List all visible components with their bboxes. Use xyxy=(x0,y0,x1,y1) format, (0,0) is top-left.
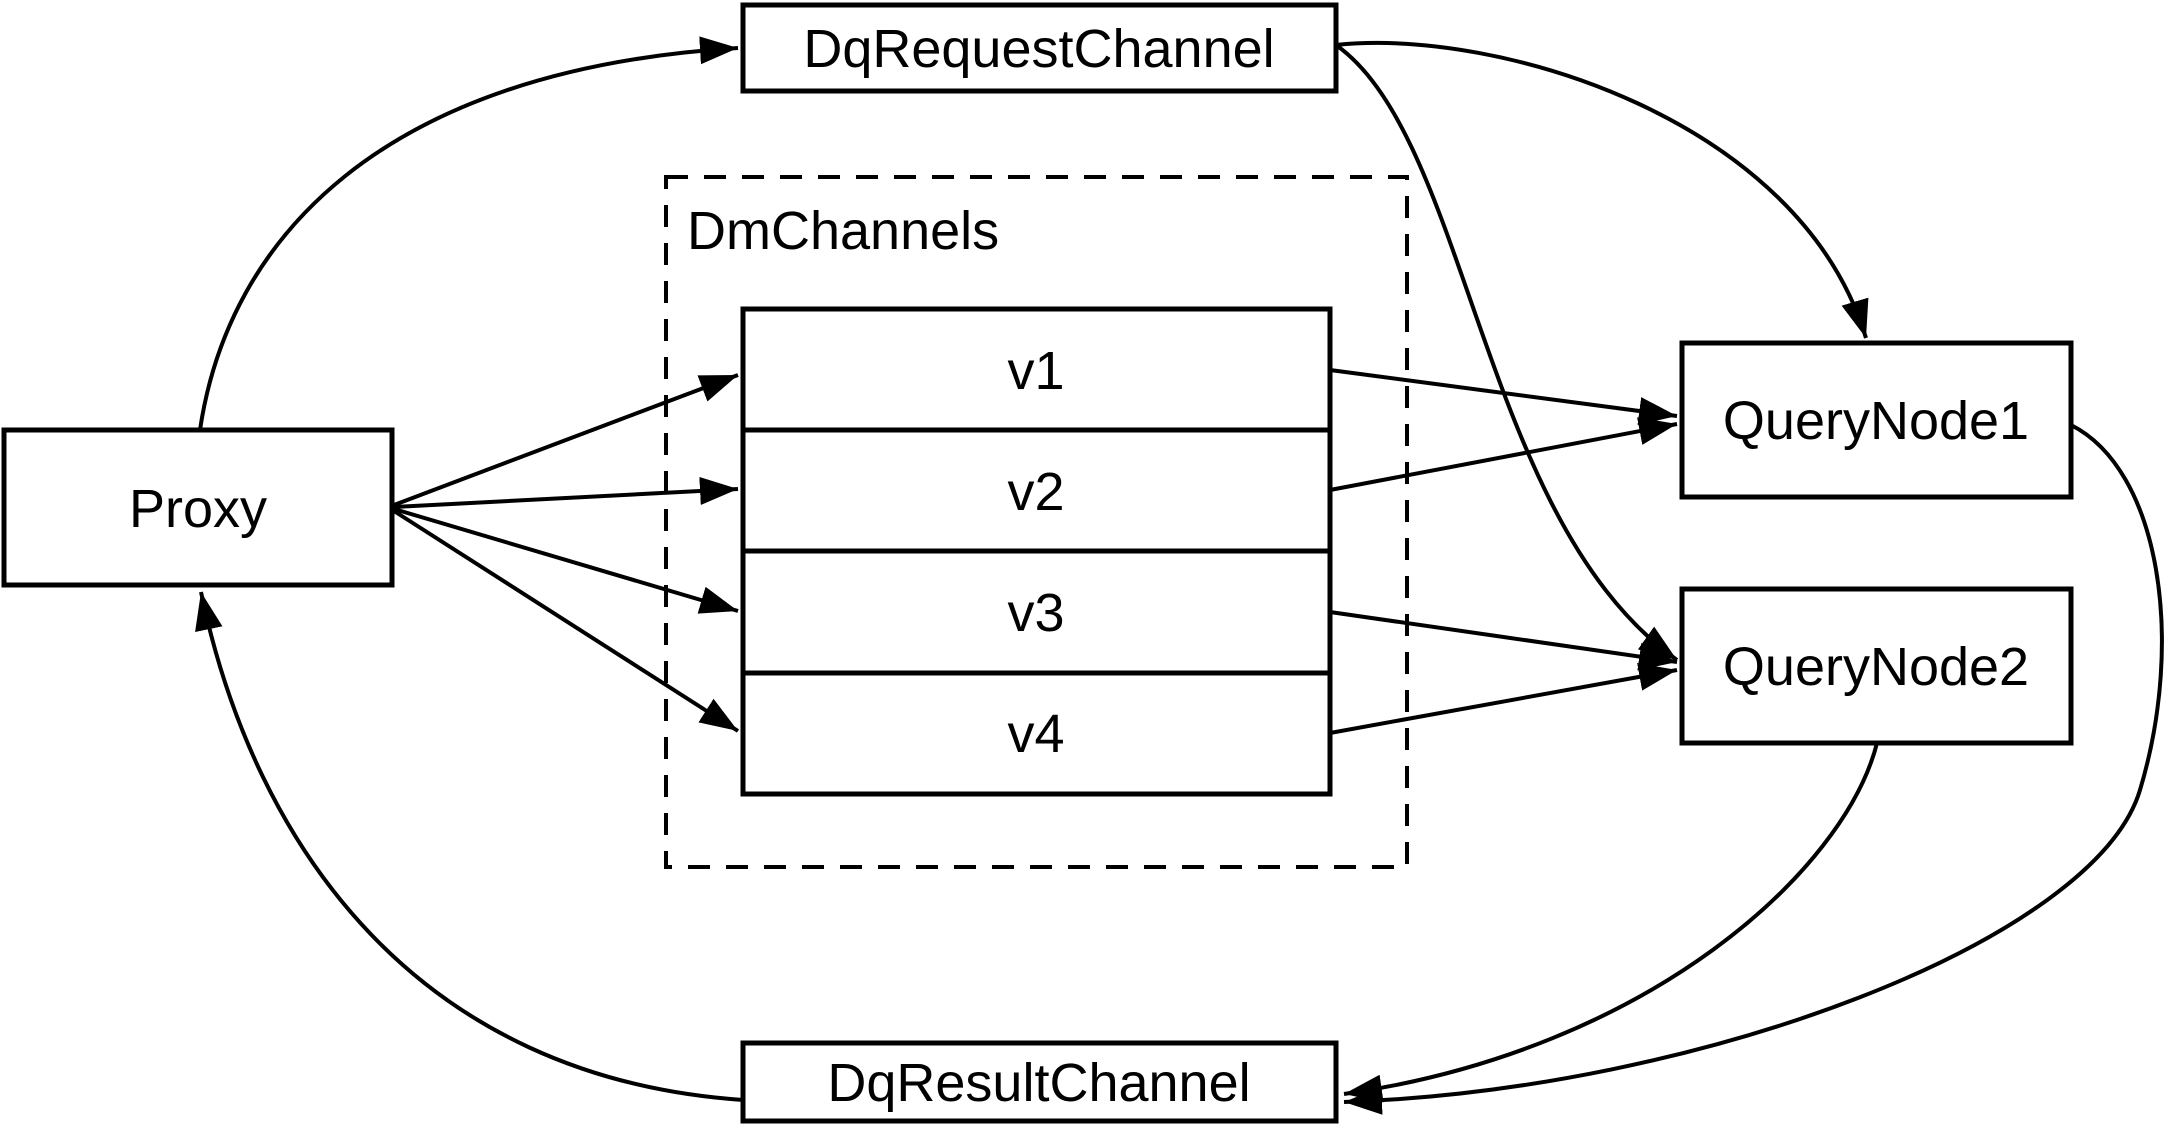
edge-query-node-2-to-dq-result-channel xyxy=(1343,742,1879,1103)
query-node-1-label: QueryNode1 xyxy=(1723,391,2029,451)
query-node-1 xyxy=(1679,340,2074,500)
query-node-2 xyxy=(1679,586,2074,746)
edge-dq-request-channel-to-query-node-2 xyxy=(1334,43,1679,662)
query-node-2-label: QueryNode2 xyxy=(1723,637,2029,697)
channel-v1-label: v1 xyxy=(1007,341,1064,401)
dq-request-channel-label: DqRequestChannel xyxy=(803,19,1274,79)
dq-request-channel-node xyxy=(740,2,1339,94)
proxy-label: Proxy xyxy=(129,479,267,539)
edge-dq-request-channel-to-query-node-1 xyxy=(1335,41,1869,339)
edge-proxy-to-v3 xyxy=(393,507,739,614)
dm-channels-container xyxy=(664,175,1409,869)
dm-channels-label: DmChannels xyxy=(687,201,999,261)
dq-result-channel-label: DqResultChannel xyxy=(827,1053,1250,1113)
edges-layer xyxy=(195,36,2164,1115)
edge-proxy-to-v1 xyxy=(393,373,739,507)
edge-proxy-to-v4 xyxy=(392,509,740,733)
channel-v3-label: v3 xyxy=(1007,583,1064,643)
channel-v2-label: v2 xyxy=(1007,462,1064,522)
edge-proxy-to-dq-request-channel xyxy=(198,36,739,431)
edge-proxy-to-v2 xyxy=(393,477,739,509)
edge-v3-to-query-node-2 xyxy=(1329,610,1678,671)
dq-result-channel-node xyxy=(740,1040,1339,1124)
edge-v2-to-query-node-1 xyxy=(1329,417,1678,492)
channel-v4-label: v4 xyxy=(1007,704,1064,764)
nodes-layer: Proxy DqRequestChannel DmChannels v1 v2 … xyxy=(1,2,2074,1124)
edge-v4-to-query-node-2 xyxy=(1329,663,1678,735)
edge-dq-result-channel-to-proxy xyxy=(195,591,744,1102)
edge-query-node-1-to-dq-result-channel xyxy=(1343,423,2164,1115)
proxy-node xyxy=(1,427,395,588)
